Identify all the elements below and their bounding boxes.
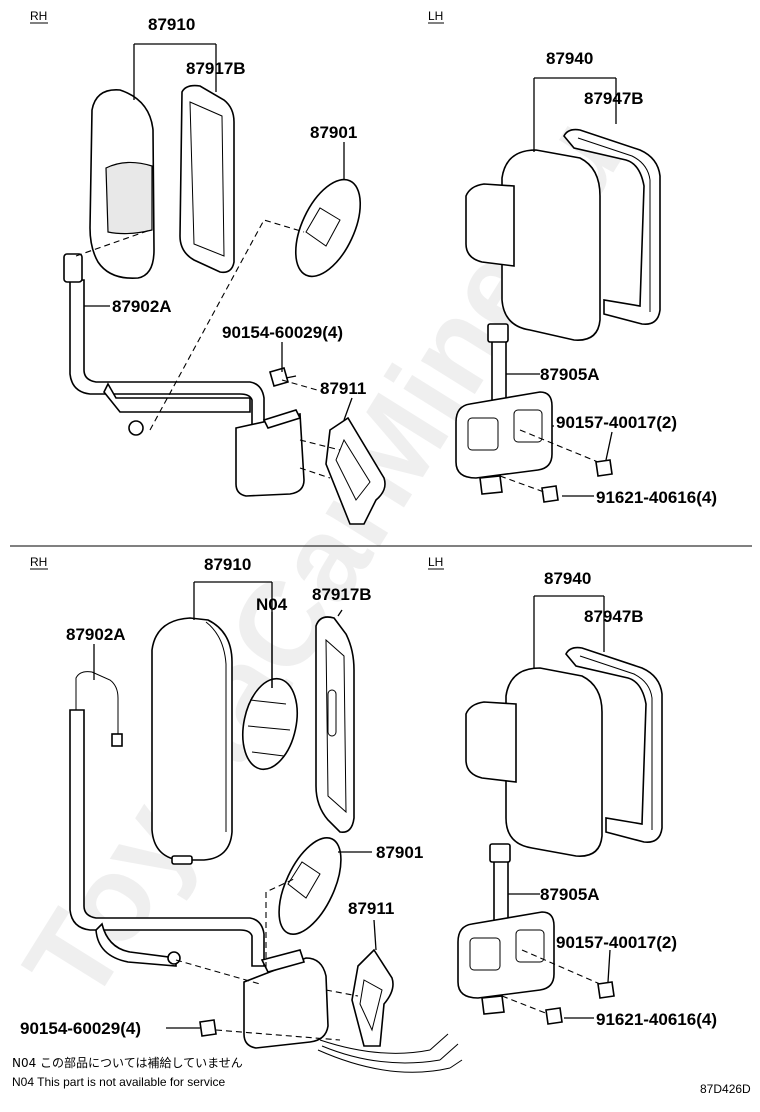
bottom-label-87901: 87901 [376,843,423,862]
top-lh-tag: LH [428,9,443,23]
bottom-lh-bolt-1 [597,981,615,999]
top-label-87940: 87940 [546,49,593,68]
bottom-rh-mirror-housing [151,617,233,861]
bottom-lh-bracket [457,911,555,999]
top-rh-gasket [325,416,386,525]
top-rh-tag: RH [30,9,47,23]
top-label-87901: 87901 [310,123,357,142]
top-label-90154: 90154-60029(4) [222,323,343,342]
top-label-87911: 87911 [320,379,366,398]
bottom-label-87947b: 87947B [584,607,644,626]
top-label-87947b: 87947B [584,89,644,108]
bottom-label-91621: 91621-40616(4) [596,1010,717,1029]
bottom-lh-bolt-2 [545,1007,563,1025]
bottom-label-87940: 87940 [544,569,591,588]
bottom-rh-wire-harness [317,1039,451,1073]
bottom-rh-bolt [199,1019,217,1037]
top-label-87917b: 87917B [186,59,246,78]
bottom-label-90157: 90157-40017(2) [556,933,677,952]
top-label-90157: 90157-40017(2) [556,413,677,432]
top-label-87905a: 87905A [540,365,600,384]
top-lh-bracket [455,391,553,479]
bottom-rh-bracket [243,957,329,1049]
bottom-lh-mirror-housing [505,667,603,857]
top-rh-bolt [269,367,289,387]
diagram-code: 87D426D [700,1082,751,1096]
bottom-label-90154: 90154-60029(4) [20,1019,141,1038]
top-rh-small-mirror [294,178,362,278]
top-rh-bracket [235,413,305,497]
top-lh-bolt-2 [541,485,559,503]
top-lh-bolt-1 [595,459,613,477]
bottom-rh-small-mirror [278,836,342,936]
bottom-label-87902a: 87902A [66,625,126,644]
footnote-jp: N04 この部品については補給していません [12,1055,243,1070]
bottom-section: RH LH [20,555,717,1073]
bottom-label-87911: 87911 [348,899,394,918]
bottom-label-87905a: 87905A [540,885,600,904]
bottom-label-87910: 87910 [204,555,251,574]
bottom-rh-mirror-frame [315,616,355,834]
bottom-rh-gasket [351,948,394,1047]
bottom-rh-stay [69,709,265,967]
bottom-label-87917b: 87917B [312,585,372,604]
bottom-label-n04: N04 [256,595,288,614]
top-label-91621: 91621-40616(4) [596,488,717,507]
footnote-en: N04 This part is not available for servi… [12,1075,226,1089]
top-section: RH LH 87 [30,9,717,525]
bottom-rh-heater-n04 [242,677,298,771]
bottom-lh-tag: LH [428,555,443,569]
top-label-87910: 87910 [148,15,195,34]
top-label-87902a: 87902A [112,297,172,316]
top-rh-mirror-frame [179,84,235,274]
bottom-rh-tag: RH [30,555,47,569]
top-lh-mirror-housing [501,149,601,341]
